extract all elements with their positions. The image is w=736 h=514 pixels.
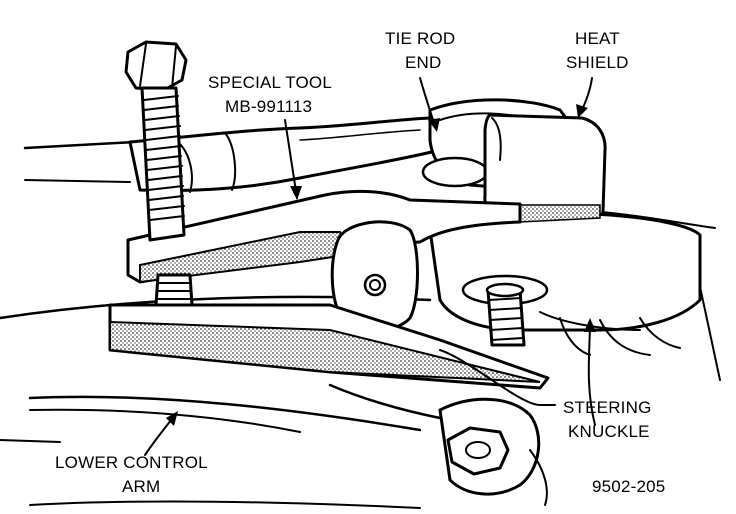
tie-rod	[128, 116, 442, 193]
lower-control-arm-label-line2: ARM	[122, 477, 160, 496]
figure-number: 9502-205	[592, 477, 665, 496]
special-tool-label-line2: MB-991113	[225, 97, 312, 116]
special-tool	[108, 40, 550, 390]
heat-shield-label-line1: HEAT	[575, 29, 620, 48]
leader-lines	[144, 77, 596, 456]
labels: SPECIAL TOOL MB-991113 TIE ROD END HEAT …	[55, 29, 665, 496]
lower-control-arm-label-line1: LOWER CONTROL	[55, 453, 208, 472]
tie-rod-end-label-line1: TIE ROD	[385, 29, 455, 48]
steering-knuckle-label-line2: KNUCKLE	[568, 422, 650, 441]
tie-rod-end-label-line2: END	[405, 53, 442, 72]
background-lines	[0, 140, 721, 509]
special-tool-label-line1: SPECIAL TOOL	[208, 73, 332, 92]
ball-joint-stud	[485, 282, 526, 347]
heat-shield-label-line2: SHIELD	[566, 53, 629, 72]
steering-knuckle-label-line1: STEERING	[563, 398, 652, 417]
lower-control-arm	[328, 383, 548, 506]
